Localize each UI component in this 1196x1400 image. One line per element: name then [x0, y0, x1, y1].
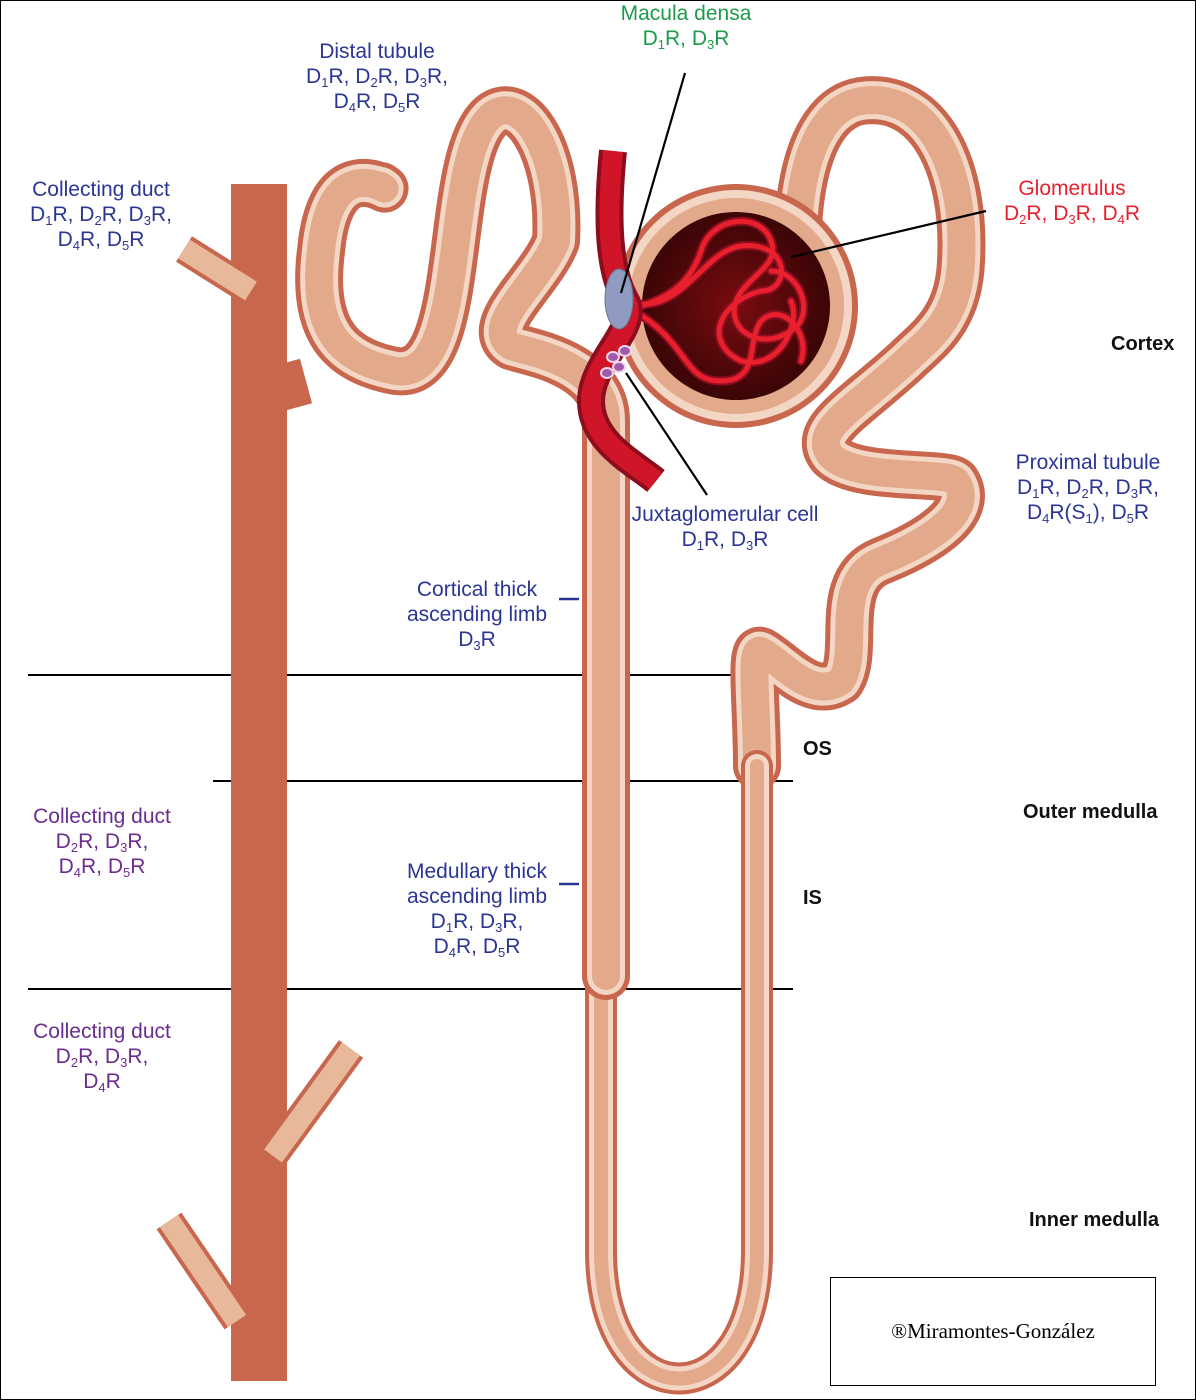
- collecting-duct-im-receptors-line2: D4R: [9, 1069, 195, 1094]
- glomerulus-name: Glomerulus: [983, 176, 1161, 201]
- copyright-text: ®Miramontes-González: [891, 1319, 1095, 1344]
- medullary-tal-name-line2: ascending limb: [381, 884, 573, 909]
- collecting-duct-om-receptors-line1: D2R, D3R,: [9, 829, 195, 854]
- cortical-tal-name-line1: Cortical thick: [387, 577, 567, 602]
- label-distal-tubule: Distal tubule D1R, D2R, D3R, D4R, D5R: [285, 39, 469, 114]
- distal-tubule-name: Distal tubule: [285, 39, 469, 64]
- glomerulus-receptors: D2R, D3R, D4R: [983, 201, 1161, 226]
- proximal-tubule-receptors-line1: D1R, D2R, D3R,: [993, 475, 1183, 500]
- collecting-duct: [169, 184, 351, 1381]
- label-collecting-duct-cortex: Collecting duct D1R, D2R, D3R, D4R, D5R: [8, 177, 194, 252]
- medullary-tal-name-line1: Medullary thick: [381, 859, 573, 884]
- label-glomerulus: Glomerulus D2R, D3R, D4R: [983, 176, 1161, 226]
- proximal-tubule-receptors-line2: D4R(S1), D5R: [993, 500, 1183, 525]
- juxtaglomerular-cell-name: Juxtaglomerular cell: [613, 502, 837, 527]
- glomerulus: [614, 184, 858, 428]
- juxtaglomerular-cell-receptors: D1R, D3R: [613, 527, 837, 552]
- collecting-duct-cortex-receptors-line2: D4R, D5R: [8, 227, 194, 252]
- zone-cortex: Cortex: [1111, 333, 1174, 356]
- cortical-tal-name-line2: ascending limb: [387, 602, 567, 627]
- macula-densa-receptors: D1R, D3R: [613, 26, 759, 51]
- collecting-duct-im-receptors-line1: D2R, D3R,: [9, 1044, 195, 1069]
- medullary-tal-receptors-line2: D4R, D5R: [381, 934, 573, 959]
- label-juxtaglomerular-cell: Juxtaglomerular cell D1R, D3R: [613, 502, 837, 552]
- cortical-tal-receptors: D3R: [387, 627, 567, 652]
- collecting-duct-om-name: Collecting duct: [9, 804, 195, 829]
- collecting-duct-om-receptors-line2: D4R, D5R: [9, 854, 195, 879]
- zone-outer-stripe: OS: [803, 738, 832, 761]
- proximal-tubule-name: Proximal tubule: [993, 450, 1183, 475]
- zone-inner-medulla: Inner medulla: [1029, 1209, 1159, 1232]
- label-cortical-thick-ascending-limb: Cortical thick ascending limb D3R: [387, 577, 567, 652]
- macula-densa-name: Macula densa: [613, 1, 759, 26]
- macula-densa-cells: [605, 269, 633, 329]
- zone-outer-medulla: Outer medulla: [1023, 801, 1157, 824]
- zone-inner-stripe: IS: [803, 887, 822, 910]
- distal-tubule-receptors-line2: D4R, D5R: [285, 89, 469, 114]
- label-collecting-duct-inner-medulla: Collecting duct D2R, D3R, D4R: [9, 1019, 195, 1094]
- copyright-box: ®Miramontes-González: [830, 1277, 1156, 1386]
- collecting-duct-im-name: Collecting duct: [9, 1019, 195, 1044]
- label-proximal-tubule: Proximal tubule D1R, D2R, D3R, D4R(S1), …: [993, 450, 1183, 525]
- label-collecting-duct-outer-medulla: Collecting duct D2R, D3R, D4R, D5R: [9, 804, 195, 879]
- label-macula-densa: Macula densa D1R, D3R: [613, 1, 759, 51]
- collecting-duct-cortex-name: Collecting duct: [8, 177, 194, 202]
- label-medullary-thick-ascending-limb: Medullary thick ascending limb D1R, D3R,…: [381, 859, 573, 959]
- collecting-duct-cortex-receptors-line1: D1R, D2R, D3R,: [8, 202, 194, 227]
- distal-tubule-receptors-line1: D1R, D2R, D3R,: [285, 64, 469, 89]
- medullary-tal-receptors-line1: D1R, D3R,: [381, 909, 573, 934]
